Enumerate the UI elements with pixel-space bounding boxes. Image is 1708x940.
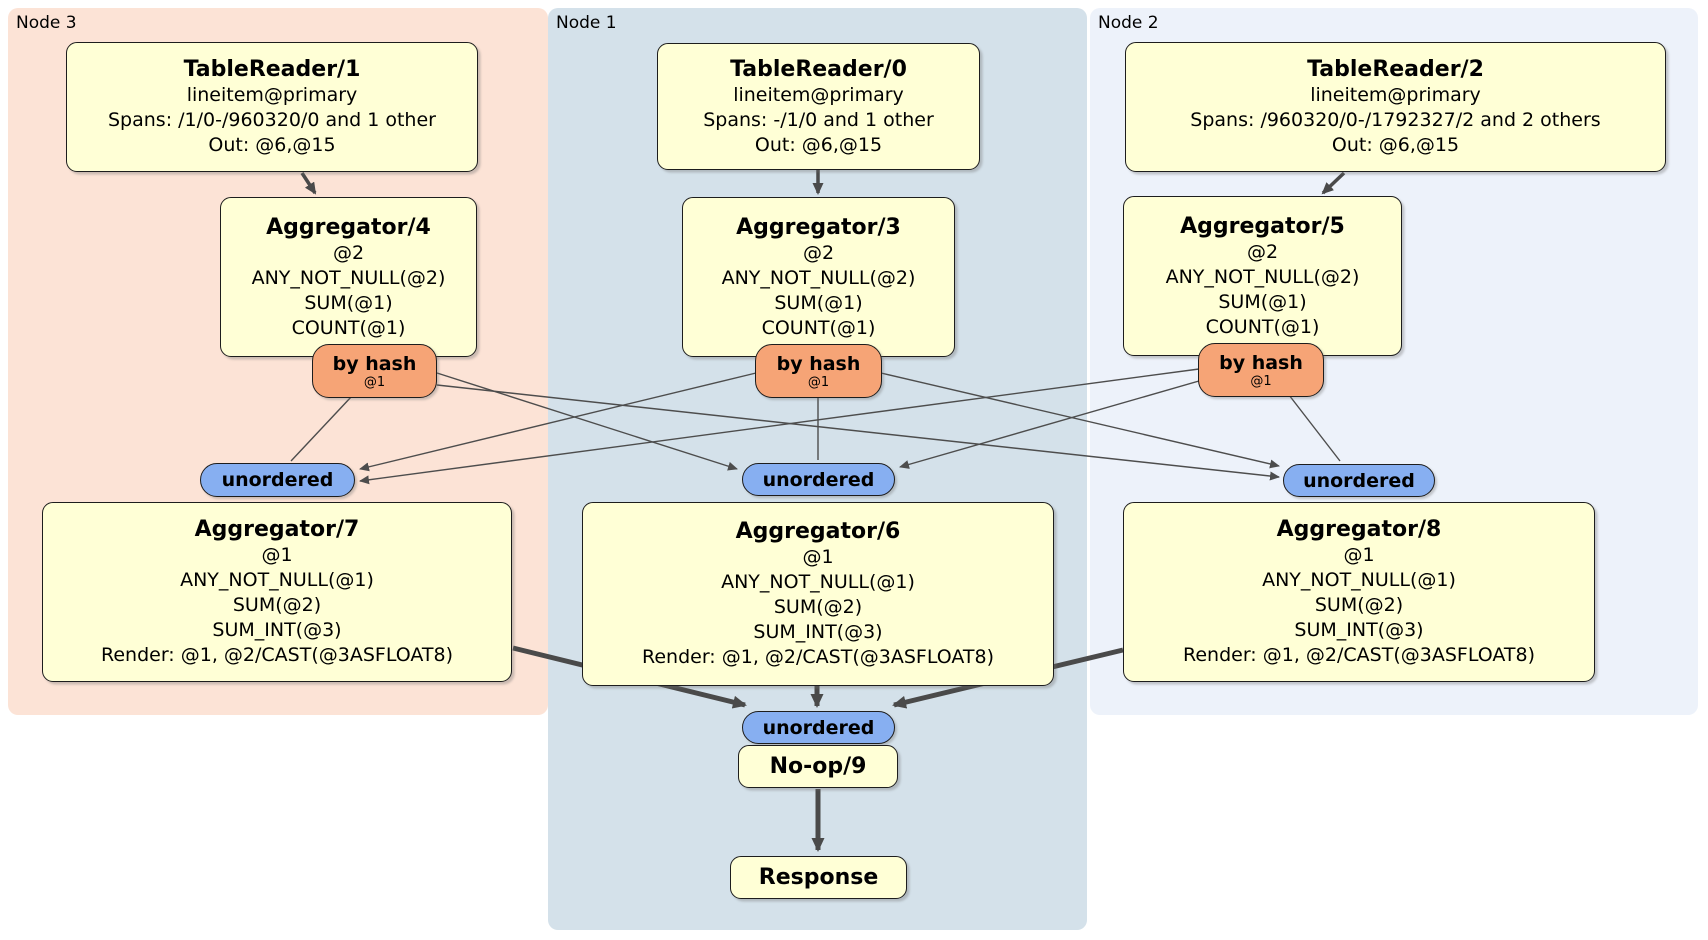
processor-aggregator-6: Aggregator/6 @1 ANY_NOT_NULL(@1) SUM(@2)… xyxy=(582,502,1054,686)
processor-line: SUM(@1) xyxy=(774,291,863,314)
processor-line: SUM(@1) xyxy=(1218,290,1307,313)
processor-noop-9: No-op/9 xyxy=(738,745,898,788)
router-detail: @1 xyxy=(1250,373,1272,389)
processor-title: Aggregator/6 xyxy=(735,519,901,544)
processor-line: COUNT(@1) xyxy=(1205,315,1320,338)
panel-label-node2: Node 2 xyxy=(1098,13,1159,33)
processor-line: Spans: -/1/0 and 1 other xyxy=(703,108,934,131)
processor-line: ANY_NOT_NULL(@1) xyxy=(1262,569,1456,591)
processor-line: COUNT(@1) xyxy=(291,316,406,339)
processor-title: Aggregator/3 xyxy=(736,214,901,240)
processor-line: ANY_NOT_NULL(@2) xyxy=(1165,265,1360,288)
processor-line: SUM(@2) xyxy=(232,594,322,616)
processor-tablereader-1: TableReader/1 lineitem@primary Spans: /1… xyxy=(66,42,478,172)
processor-line: Spans: /1/0-/960320/0 and 1 other xyxy=(108,109,436,131)
router-label: by hash xyxy=(332,352,417,375)
processor-tablereader-2: TableReader/2 lineitem@primary Spans: /9… xyxy=(1125,42,1666,172)
processor-response: Response xyxy=(730,856,907,899)
processor-line: @2 xyxy=(332,241,365,264)
processor-line: @1 xyxy=(1343,544,1375,566)
processor-line: ANY_NOT_NULL(@1) xyxy=(180,569,374,591)
processor-line: SUM_INT(@3) xyxy=(753,621,883,643)
router-detail: @1 xyxy=(807,374,830,390)
processor-line: SUM_INT(@3) xyxy=(1294,619,1424,641)
router-by-hash-node2: by hash @1 xyxy=(1198,343,1324,397)
processor-line: SUM_INT(@3) xyxy=(212,619,342,641)
processor-line: lineitem@primary xyxy=(733,83,904,106)
sync-unordered-node2: unordered xyxy=(1283,464,1435,497)
panel-label-node3: Node 3 xyxy=(16,13,77,33)
processor-title: Aggregator/8 xyxy=(1276,517,1442,542)
processor-line: @1 xyxy=(802,546,834,568)
processor-title: TableReader/1 xyxy=(183,57,361,82)
processor-line: Render: @1, @2/CAST(@3ASFLOAT8) xyxy=(101,644,453,666)
processor-title: TableReader/2 xyxy=(1307,57,1484,82)
processor-line: @2 xyxy=(1246,240,1279,263)
processor-aggregator-4: Aggregator/4 @2 ANY_NOT_NULL(@2) SUM(@1)… xyxy=(220,197,477,357)
processor-line: Out: @6,@15 xyxy=(208,134,336,156)
processor-line: SUM(@2) xyxy=(1314,594,1404,616)
processor-line: Out: @6,@15 xyxy=(754,133,883,156)
processor-aggregator-7: Aggregator/7 @1 ANY_NOT_NULL(@1) SUM(@2)… xyxy=(42,502,512,682)
processor-aggregator-8: Aggregator/8 @1 ANY_NOT_NULL(@1) SUM(@2)… xyxy=(1123,502,1595,682)
processor-line: @2 xyxy=(802,241,835,264)
sync-unordered-node1: unordered xyxy=(742,463,895,496)
processor-title: Aggregator/4 xyxy=(266,214,431,240)
sync-unordered-node3: unordered xyxy=(200,463,355,497)
processor-title: TableReader/0 xyxy=(730,56,907,82)
processor-line: ANY_NOT_NULL(@2) xyxy=(721,266,916,289)
processor-aggregator-5: Aggregator/5 @2 ANY_NOT_NULL(@2) SUM(@1)… xyxy=(1123,196,1402,356)
processor-line: @1 xyxy=(261,544,293,566)
processor-line: Render: @1, @2/CAST(@3ASFLOAT8) xyxy=(1183,644,1535,666)
router-detail: @1 xyxy=(363,374,386,390)
processor-line: lineitem@primary xyxy=(186,84,358,106)
processor-title: Aggregator/7 xyxy=(194,517,360,542)
router-label: by hash xyxy=(1219,351,1303,374)
processor-line: SUM(@1) xyxy=(304,291,393,314)
router-label: by hash xyxy=(776,352,861,375)
processor-line: Spans: /960320/0-/1792327/2 and 2 others xyxy=(1190,109,1601,131)
processor-line: Out: @6,@15 xyxy=(1331,134,1460,156)
processor-tablereader-0: TableReader/0 lineitem@primary Spans: -/… xyxy=(657,43,980,170)
panel-label-node1: Node 1 xyxy=(556,13,617,33)
router-by-hash-node3: by hash @1 xyxy=(312,344,437,398)
processor-aggregator-3: Aggregator/3 @2 ANY_NOT_NULL(@2) SUM(@1)… xyxy=(682,197,955,357)
processor-line: lineitem@primary xyxy=(1310,84,1481,106)
processor-title: Aggregator/5 xyxy=(1180,213,1345,239)
processor-line: Render: @1, @2/CAST(@3ASFLOAT8) xyxy=(642,646,994,668)
processor-title: No-op/9 xyxy=(769,754,867,779)
processor-line: ANY_NOT_NULL(@2) xyxy=(251,266,446,289)
router-by-hash-node1: by hash @1 xyxy=(755,344,882,398)
processor-line: SUM(@2) xyxy=(773,596,863,618)
processor-title: Response xyxy=(758,865,879,890)
sync-unordered-final: unordered xyxy=(742,711,895,744)
processor-line: ANY_NOT_NULL(@1) xyxy=(721,571,915,593)
processor-line: COUNT(@1) xyxy=(761,316,876,339)
